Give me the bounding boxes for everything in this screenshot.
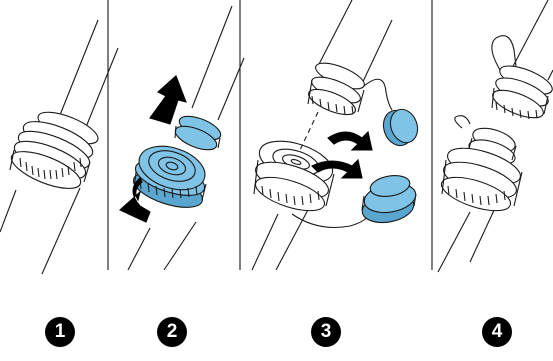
up-arrow-icon bbox=[149, 75, 187, 125]
step-4-badge: 4 bbox=[482, 317, 512, 347]
step-2-badge: 2 bbox=[157, 317, 187, 347]
rotate-arrow-icon bbox=[119, 177, 151, 223]
panel-1-connector bbox=[0, 19, 119, 275]
curved-arrow-icon bbox=[327, 130, 373, 151]
panel-2-connector bbox=[127, 5, 245, 271]
step-3-badge: 3 bbox=[311, 317, 341, 347]
panel-4-connector bbox=[437, 0, 553, 273]
panel-3-connector bbox=[251, 0, 419, 271]
curved-arrow-icon bbox=[311, 158, 363, 179]
step-1-badge: 1 bbox=[45, 317, 75, 347]
